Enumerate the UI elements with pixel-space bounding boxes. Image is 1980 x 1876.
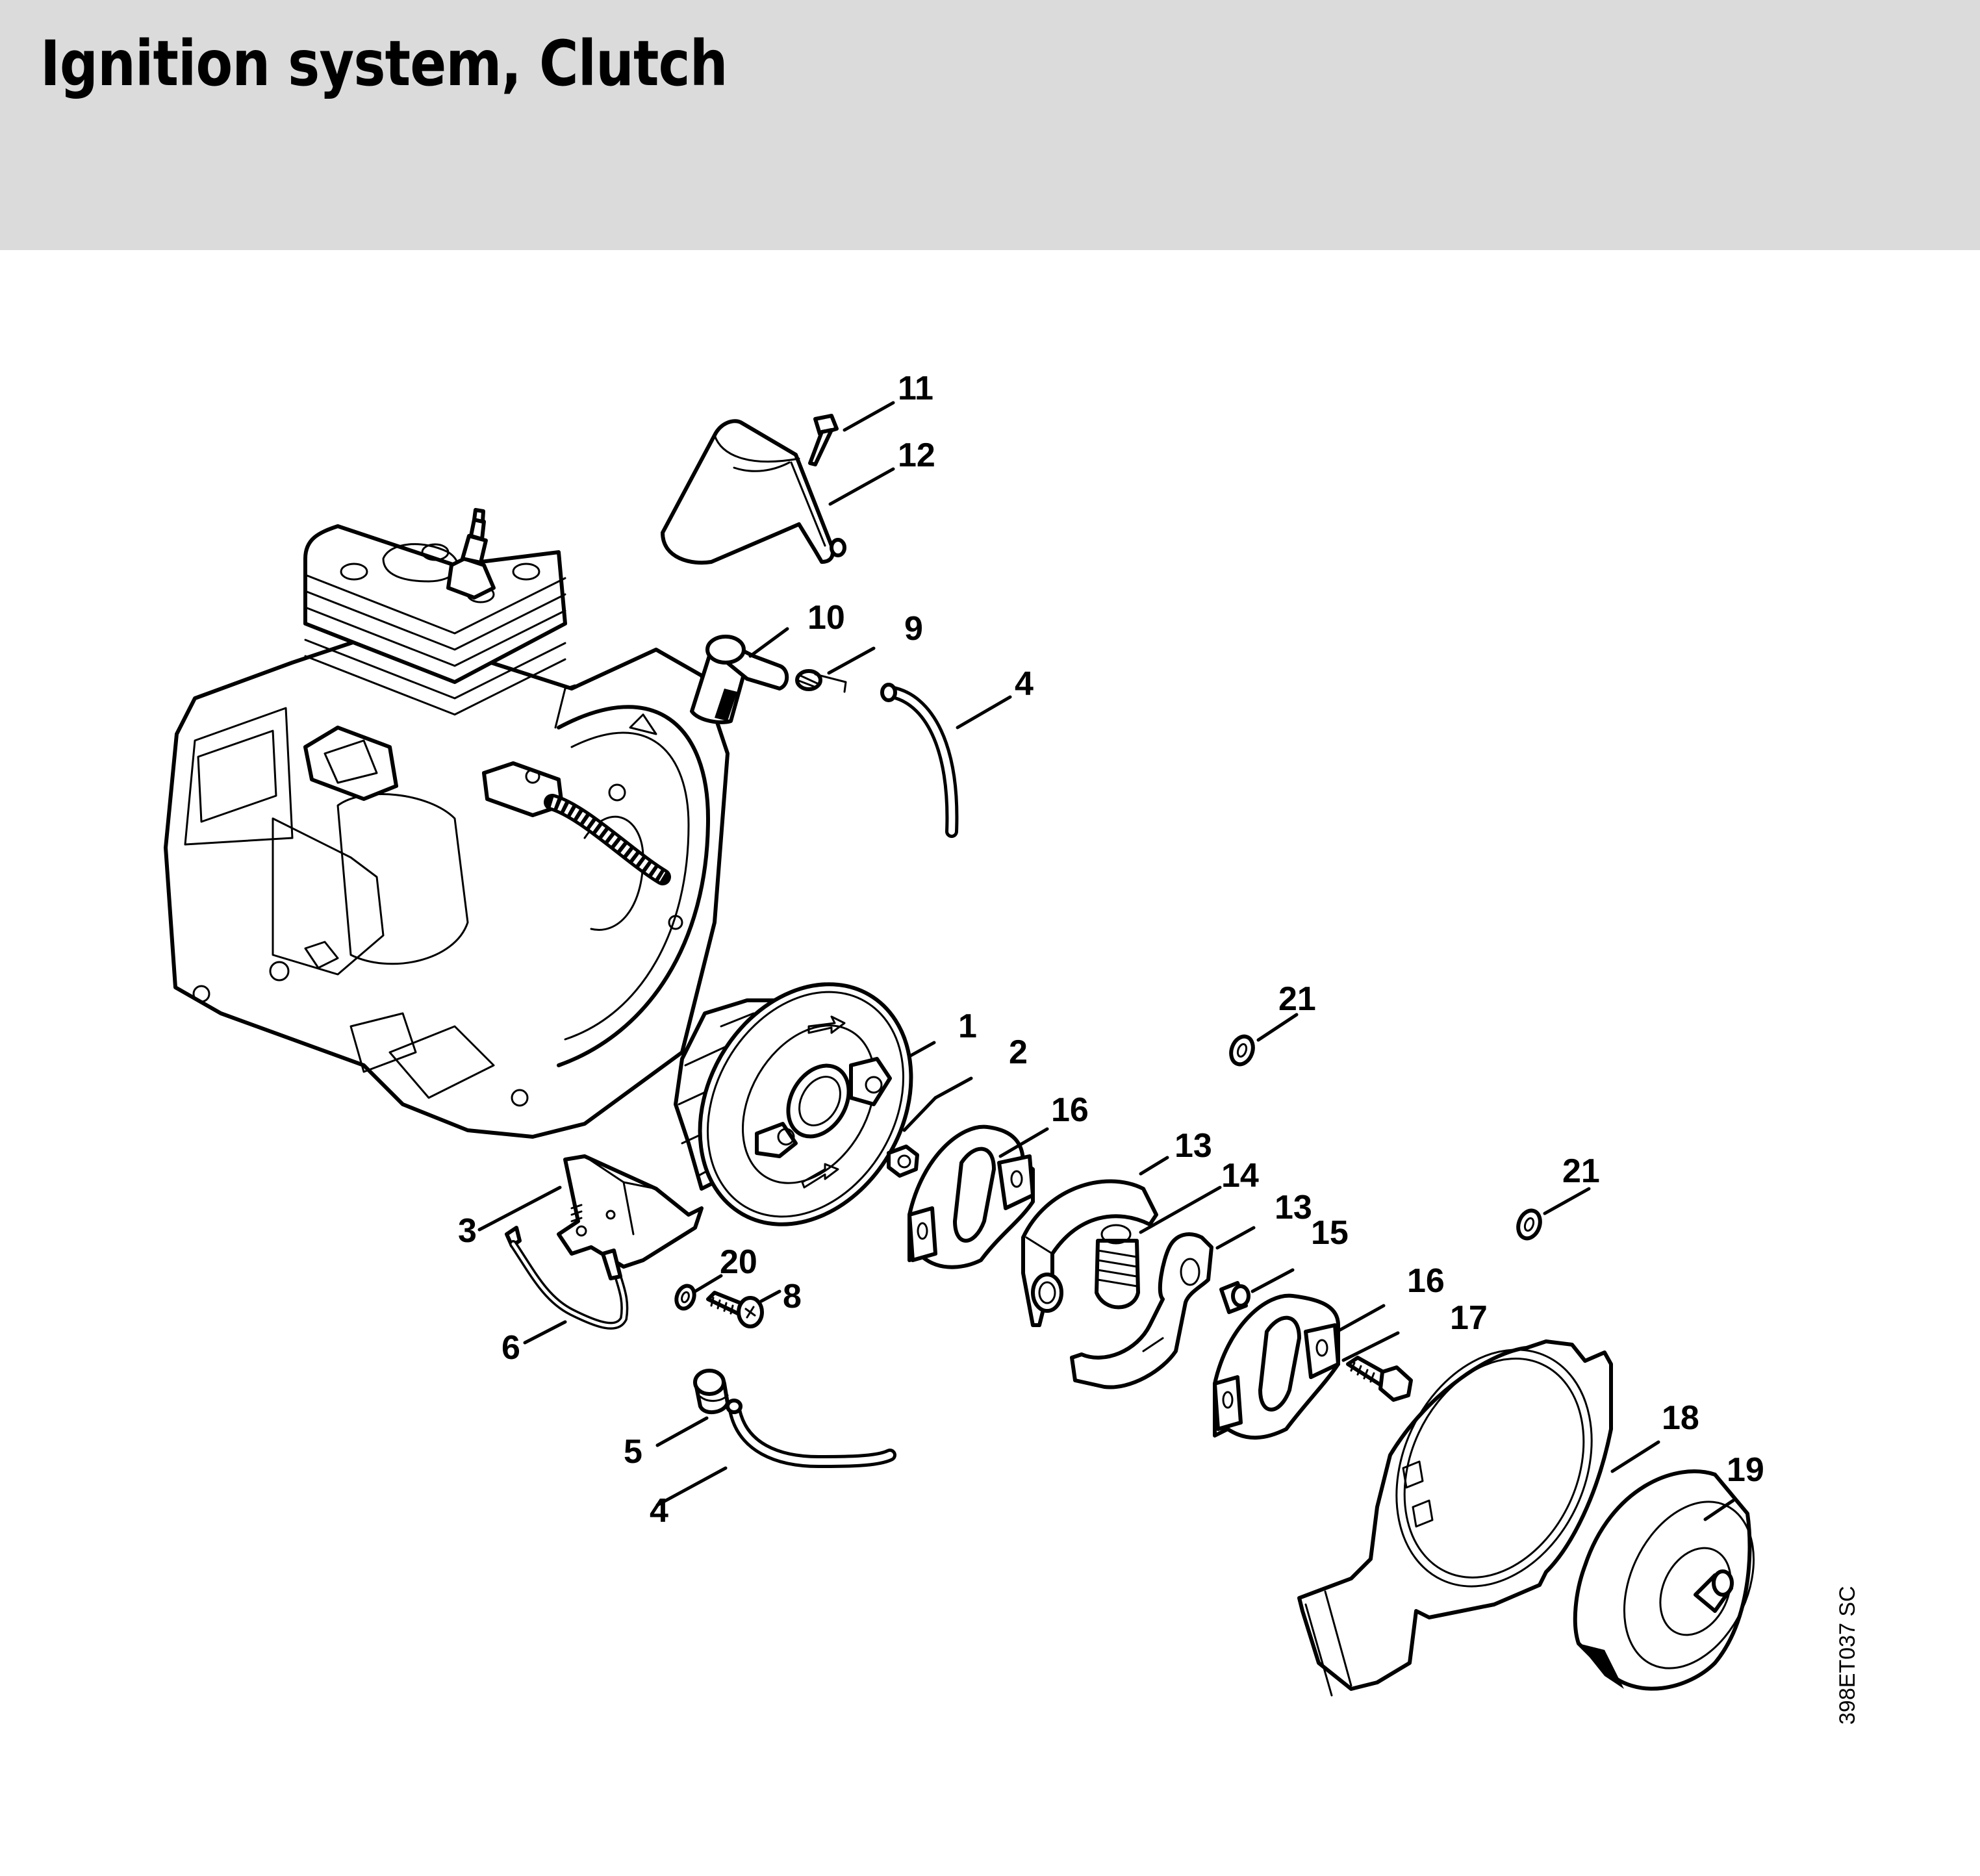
- part-9-leg-spring: [795, 669, 847, 693]
- part-16-carrier-plate-right: [1213, 1293, 1340, 1440]
- leader-lines: [477, 401, 1735, 1521]
- part-4-hose-upper: [880, 683, 959, 838]
- part-21-washer-upper: [1229, 1034, 1255, 1067]
- callout-20: 20: [720, 1243, 757, 1281]
- part-13-clutch-shoe-lower: [1070, 1232, 1213, 1389]
- spark-plug: [446, 508, 496, 600]
- callout-19: 19: [1727, 1451, 1764, 1489]
- callout-11: 11: [898, 370, 933, 407]
- part-18-clutch-cover: [1297, 1339, 1613, 1697]
- callout-8: 8: [783, 1278, 802, 1315]
- callout-13: 13: [1174, 1127, 1212, 1165]
- figure-reference: 398ET037 SC: [1835, 1586, 1860, 1725]
- callout-13: 13: [1275, 1189, 1312, 1226]
- callout-21: 21: [1278, 980, 1316, 1018]
- callout-18: 18: [1662, 1399, 1699, 1437]
- callout-4: 4: [1015, 665, 1034, 703]
- callout-16: 16: [1051, 1091, 1089, 1129]
- callout-4: 4: [650, 1492, 668, 1530]
- part-8-screw: [706, 1291, 764, 1328]
- callout-3: 3: [458, 1212, 477, 1250]
- callout-12: 12: [898, 437, 935, 474]
- page-header: Ignition system, Clutch: [0, 0, 1980, 250]
- part-6-short-circuit-wire: [505, 1226, 629, 1330]
- part-16-carrier-plate-left: [907, 1124, 1035, 1269]
- part-11-screw: [808, 414, 839, 466]
- callout-labels: 11 12 10 9 4 1 2 16 13 14 13 15 16 17 21…: [458, 370, 1764, 1530]
- part-3-ignition-module: [557, 1154, 704, 1269]
- part-2-nut: [887, 1145, 919, 1178]
- cylinder-fins: [303, 524, 567, 716]
- crankcase-cylinder-assembly: [164, 508, 730, 1139]
- part-1-flywheel: [674, 982, 913, 1226]
- part-4-hose-lower: [726, 1399, 896, 1469]
- part-17-hex-bolt: [1346, 1356, 1413, 1402]
- callout-5: 5: [624, 1433, 642, 1471]
- callout-21: 21: [1562, 1152, 1600, 1190]
- part-12-cover: [661, 419, 846, 565]
- callout-9: 9: [904, 610, 923, 648]
- page-title: Ignition system, Clutch: [40, 27, 728, 100]
- part-5-grommet: [693, 1369, 730, 1414]
- callout-15: 15: [1311, 1214, 1349, 1252]
- part-13-clutch-shoe-upper: [1021, 1179, 1158, 1327]
- part-19-clutch-drum: [1573, 1469, 1755, 1691]
- callout-16: 16: [1407, 1262, 1445, 1300]
- part-14-tension-spring: [1095, 1224, 1140, 1310]
- callout-1: 1: [958, 1008, 977, 1045]
- callout-17: 17: [1450, 1299, 1488, 1337]
- part-20-washer: [674, 1284, 696, 1311]
- callout-2: 2: [1009, 1033, 1028, 1071]
- callout-6: 6: [501, 1329, 520, 1367]
- callout-14: 14: [1221, 1157, 1259, 1195]
- callout-10: 10: [807, 599, 845, 637]
- part-21-washer-lower: [1516, 1208, 1542, 1241]
- part-15-sleeve: [1219, 1281, 1250, 1314]
- part-10-spark-plug-boot: [690, 635, 789, 724]
